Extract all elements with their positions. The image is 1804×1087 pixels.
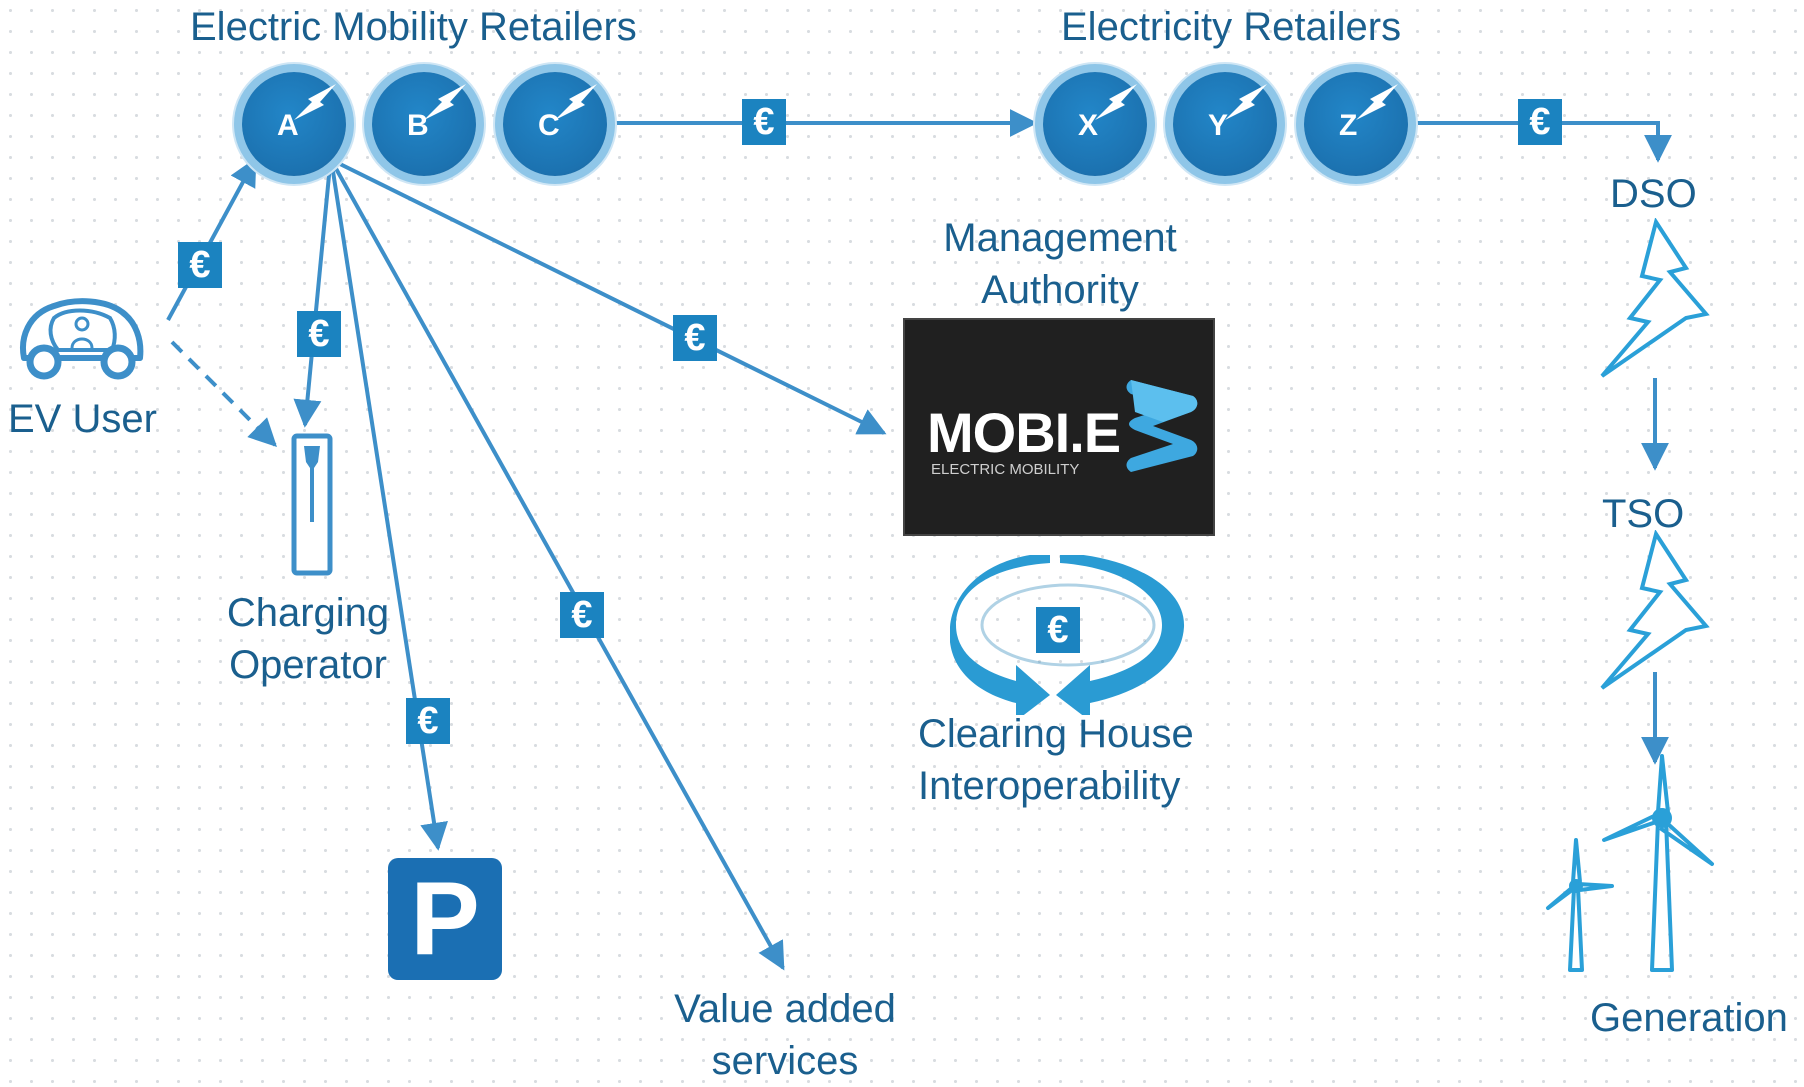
generation-label: Generation (1590, 996, 1788, 1040)
euro-badge-clearing-house: € (1036, 607, 1080, 653)
clearing-house-label: Clearing House Interoperability (918, 712, 1194, 808)
mobie-wordmark: MOBI.E (927, 401, 1121, 464)
euro-badge-ev-to-retailer: € (178, 242, 222, 288)
electricity-retailer-z-node[interactable]: Z (1304, 72, 1408, 176)
lightning-icon (294, 84, 336, 120)
electric-mobility-retailers-label: Electric Mobility Retailers (190, 5, 637, 49)
management-authority-label: Management Authority (943, 216, 1177, 312)
retailer-c-letter: C (538, 109, 560, 142)
euro-badge-retailer-c-to-x: € (742, 99, 786, 145)
retailer-b-node[interactable]: B (372, 72, 476, 176)
lightning-icon (1095, 84, 1137, 120)
euro-badge-retailer-z-to-dso: € (1518, 99, 1562, 145)
electricity-retailer-x-node[interactable]: X (1043, 72, 1147, 176)
charging-station-icon (291, 433, 333, 576)
arrow-retailer-a-to-charging-operator (293, 164, 332, 428)
value-added-services-label: Value added services (674, 987, 896, 1083)
lightning-icon (1356, 84, 1398, 120)
lightning-icon (1225, 84, 1267, 120)
electricity-retailer-y-letter: Y (1208, 109, 1229, 142)
tso-lightning-icon (1600, 530, 1710, 690)
arrow-retailer-a-to-value-added-services (332, 164, 785, 971)
arrow-retailer-z-to-dso (1408, 121, 1672, 163)
lightning-icon (424, 84, 466, 120)
parking-sign: P (388, 858, 502, 980)
dso-lightning-icon (1600, 218, 1710, 378)
euro-badge-charging-operator: € (297, 311, 341, 357)
charging-operator-label: Charging Operator (226, 591, 390, 687)
lightning-icon (555, 84, 597, 120)
arrow-retailer-a-to-parking (330, 164, 448, 851)
tso-label: TSO (1602, 492, 1685, 536)
electricity-retailer-y-node[interactable]: Y (1173, 72, 1277, 176)
euro-badge-value-added-services: € (560, 592, 604, 638)
arrow-ev-user-to-retailer-a (166, 157, 257, 321)
mobie-chevron-icon (1126, 380, 1198, 472)
parking-letter: P (410, 861, 480, 977)
retailer-b-letter: B (407, 109, 429, 142)
mobie-logo: MOBI.E ELECTRIC MOBILITY (903, 318, 1215, 536)
euro-badge-parking: € (406, 698, 450, 744)
electricity-retailer-x-letter: X (1078, 109, 1099, 142)
mobie-tagline: ELECTRIC MOBILITY (931, 461, 1080, 478)
arrow-ev-user-to-charger-dashed (170, 340, 277, 447)
electricity-retailers-label: Electricity Retailers (1061, 5, 1402, 49)
electricity-retailer-z-letter: Z (1339, 109, 1358, 142)
arrow-retailer-a-to-mobie (337, 161, 887, 435)
retailer-a-letter: A (277, 109, 299, 142)
wind-turbine-icon (1546, 754, 1714, 972)
euro-badge-mobie: € (673, 315, 717, 361)
dso-label: DSO (1610, 172, 1697, 216)
retailer-a-node[interactable]: A (242, 72, 346, 176)
ev-user-label: EV User (8, 397, 157, 441)
ev-car-icon (20, 298, 144, 380)
clearing-cycle-icon (950, 555, 1185, 715)
retailer-c-node[interactable]: C (503, 72, 607, 176)
